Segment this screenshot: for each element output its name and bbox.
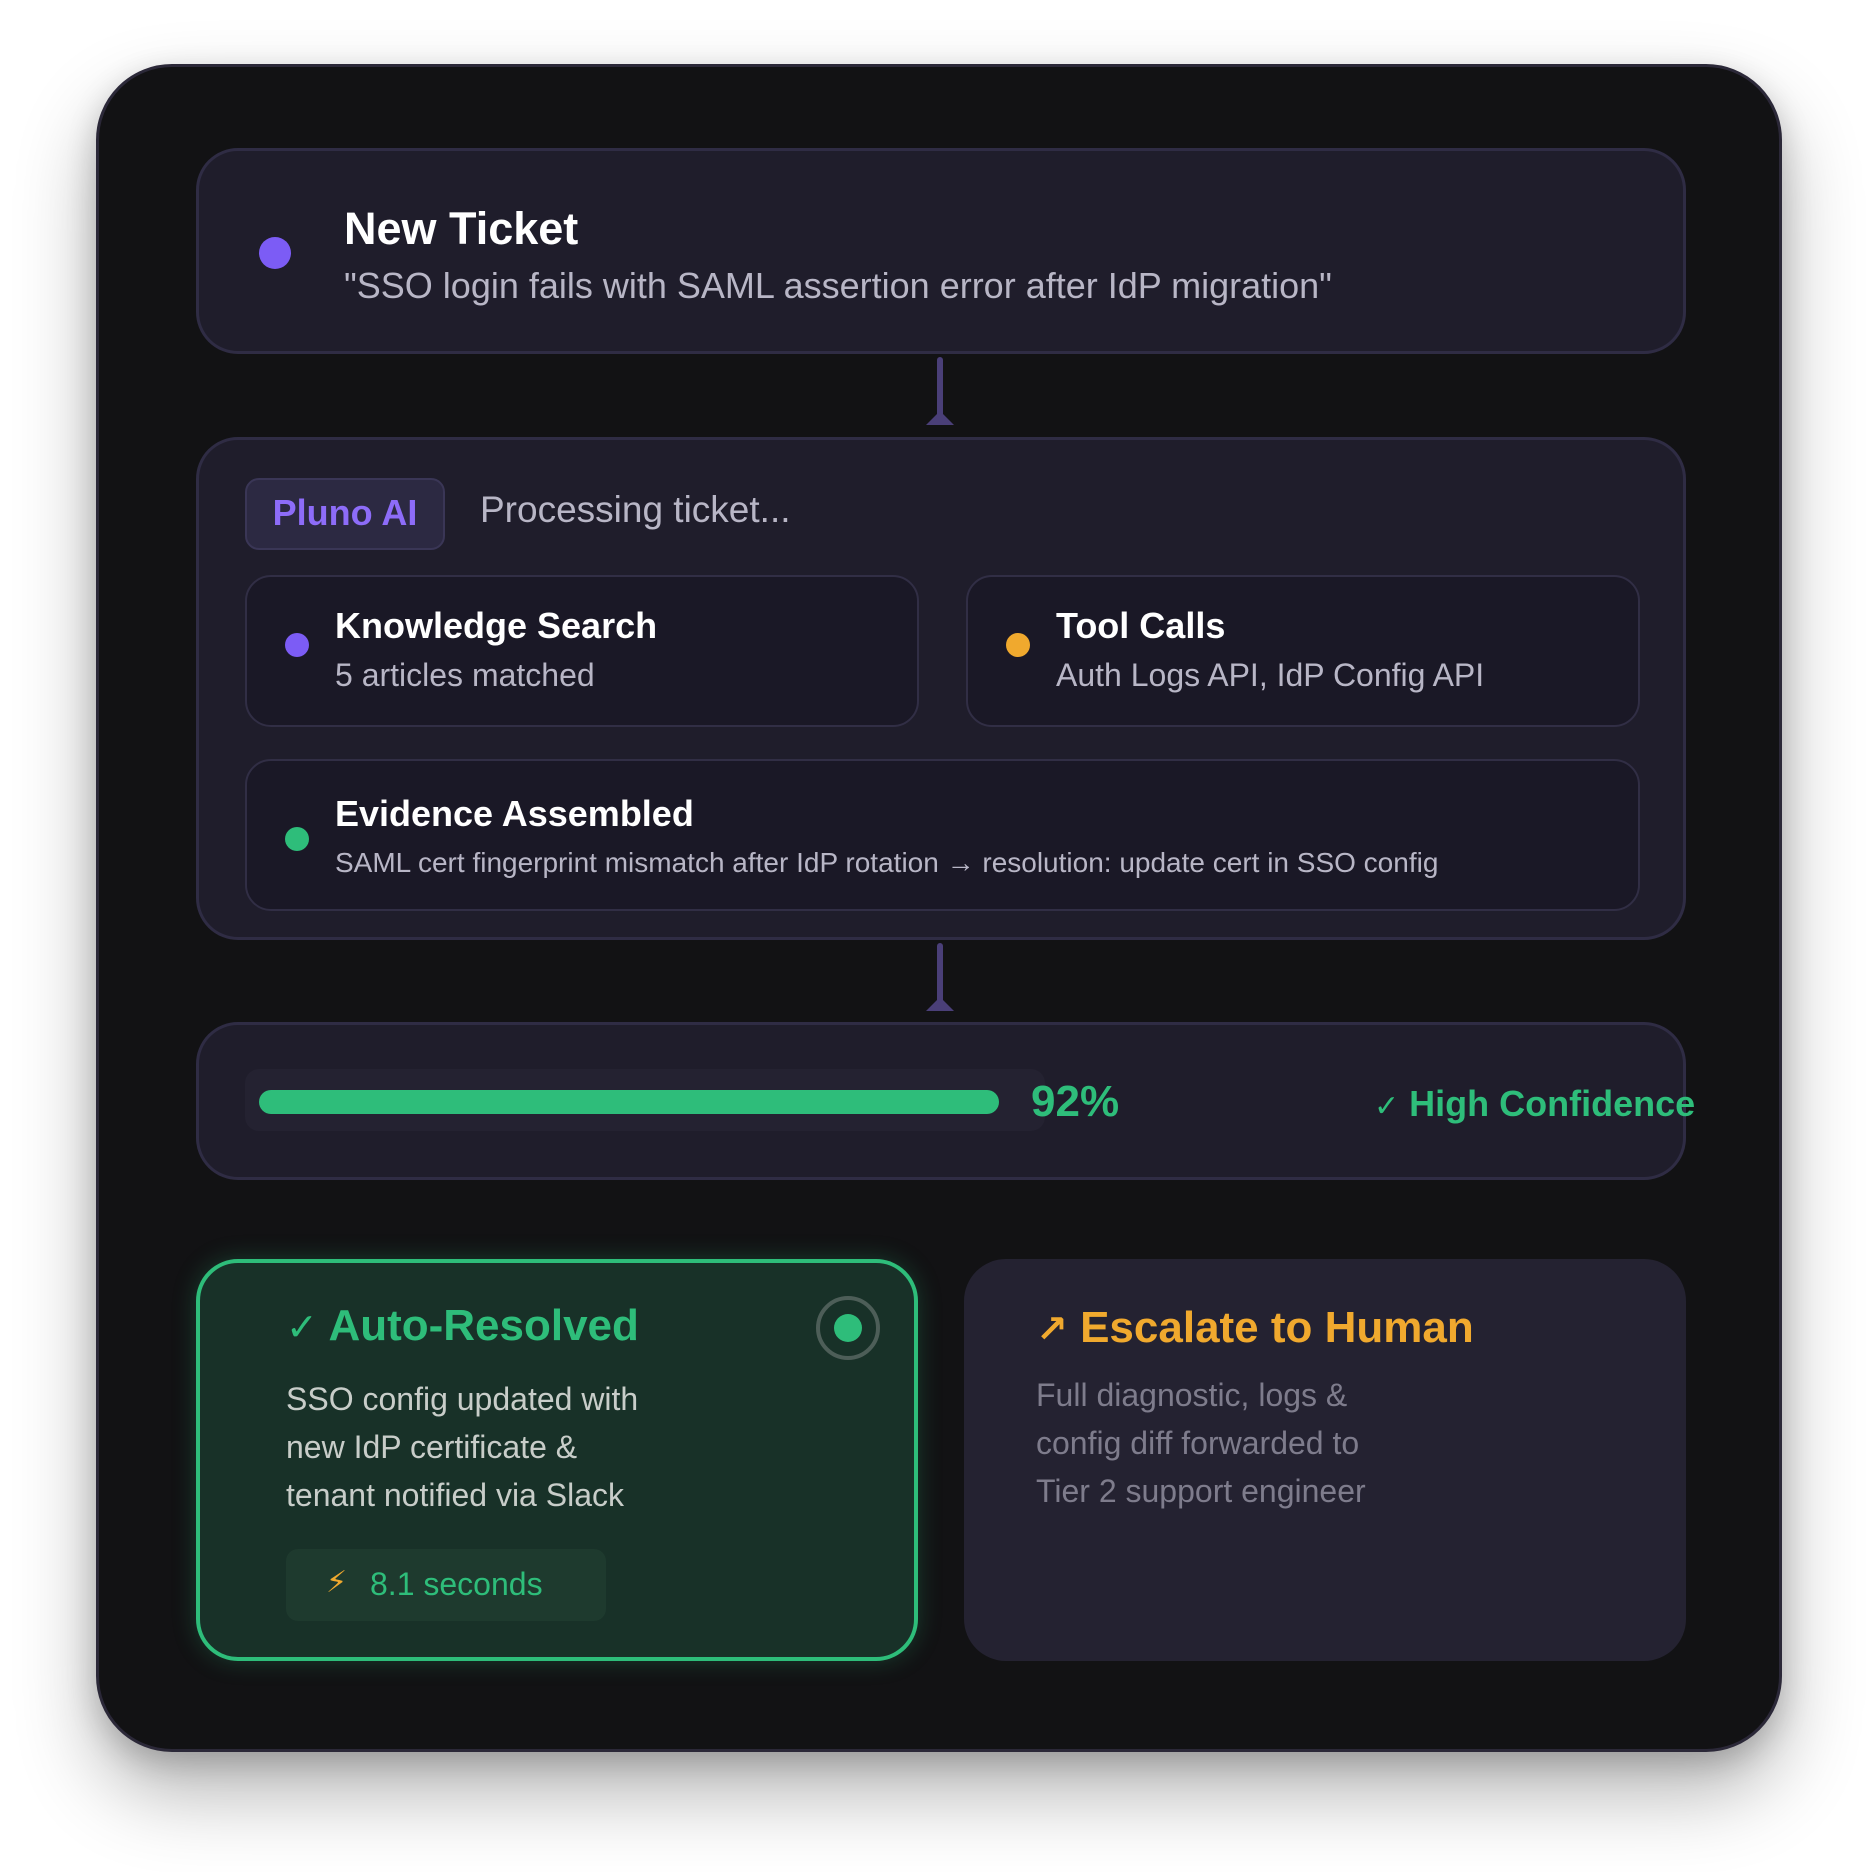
connector-ticket-to-ai xyxy=(926,357,954,425)
auto-resolved-card[interactable]: ✓ Auto-Resolved SSO config updated with … xyxy=(196,1259,918,1661)
escalate-title: Escalate to Human xyxy=(1080,1303,1474,1352)
ticket-subject: "SSO login fails with SAML assertion err… xyxy=(344,265,1332,306)
confidence-label: High Confidence xyxy=(1409,1083,1696,1124)
knowledge-search-title: Knowledge Search xyxy=(335,605,658,646)
auto-resolved-title: Auto-Resolved xyxy=(328,1301,639,1350)
escalate-card[interactable]: ↗ Escalate to Human Full diagnostic, log… xyxy=(964,1259,1686,1661)
knowledge-search-detail: 5 articles matched xyxy=(335,657,595,693)
knowledge-search-dot xyxy=(285,633,309,657)
escalate-heading: ↗ Escalate to Human xyxy=(1036,1303,1474,1353)
lightning-icon: ⚡ xyxy=(326,1566,348,1599)
radio-selected-icon[interactable] xyxy=(816,1296,880,1360)
resolution-time-badge: ⚡ 8.1 seconds xyxy=(286,1549,606,1621)
check-icon: ✓ xyxy=(286,1307,318,1349)
step-evidence-assembled[interactable]: Evidence Assembled SAML cert fingerprint… xyxy=(245,759,1640,911)
escalate-description: Full diagnostic, logs & config diff forw… xyxy=(1036,1377,1366,1509)
evidence-detail: SAML cert fingerprint mismatch after IdP… xyxy=(335,847,1439,878)
check-icon: ✓ xyxy=(1374,1090,1400,1123)
tool-calls-detail: Auth Logs API, IdP Config API xyxy=(1056,657,1485,693)
resolution-time: 8.1 seconds xyxy=(370,1566,543,1602)
connector-ai-to-confidence xyxy=(926,943,954,1011)
ai-badge-label: Pluno AI xyxy=(272,492,418,533)
ticket-status-dot xyxy=(259,237,291,269)
evidence-dot xyxy=(285,827,309,851)
arrow-up-right-icon: ↗ xyxy=(1036,1309,1068,1351)
ai-badge: Pluno AI xyxy=(245,478,445,550)
confidence-bar-fill xyxy=(259,1090,999,1114)
step-knowledge-search[interactable]: Knowledge Search 5 articles matched xyxy=(245,575,919,727)
auto-resolved-heading: ✓ Auto-Resolved xyxy=(286,1301,639,1351)
ai-status-text: Processing ticket... xyxy=(480,489,791,530)
auto-resolved-description: SSO config updated with new IdP certific… xyxy=(286,1381,639,1513)
new-ticket-card[interactable]: New Ticket "SSO login fails with SAML as… xyxy=(196,148,1686,354)
confidence-label-group: ✓ High Confidence xyxy=(1374,1083,1695,1125)
confidence-percent: 92% xyxy=(1031,1077,1120,1126)
ticket-title: New Ticket xyxy=(344,203,579,254)
ai-processing-card: Pluno AI Processing ticket... Knowledge … xyxy=(196,437,1686,940)
evidence-title: Evidence Assembled xyxy=(335,793,694,834)
tool-calls-dot xyxy=(1006,633,1030,657)
pipeline-frame: New Ticket "SSO login fails with SAML as… xyxy=(96,64,1782,1752)
confidence-card: 92% ✓ High Confidence xyxy=(196,1022,1695,1180)
tool-calls-title: Tool Calls xyxy=(1056,605,1226,646)
step-tool-calls[interactable]: Tool Calls Auth Logs API, IdP Config API xyxy=(966,575,1640,727)
